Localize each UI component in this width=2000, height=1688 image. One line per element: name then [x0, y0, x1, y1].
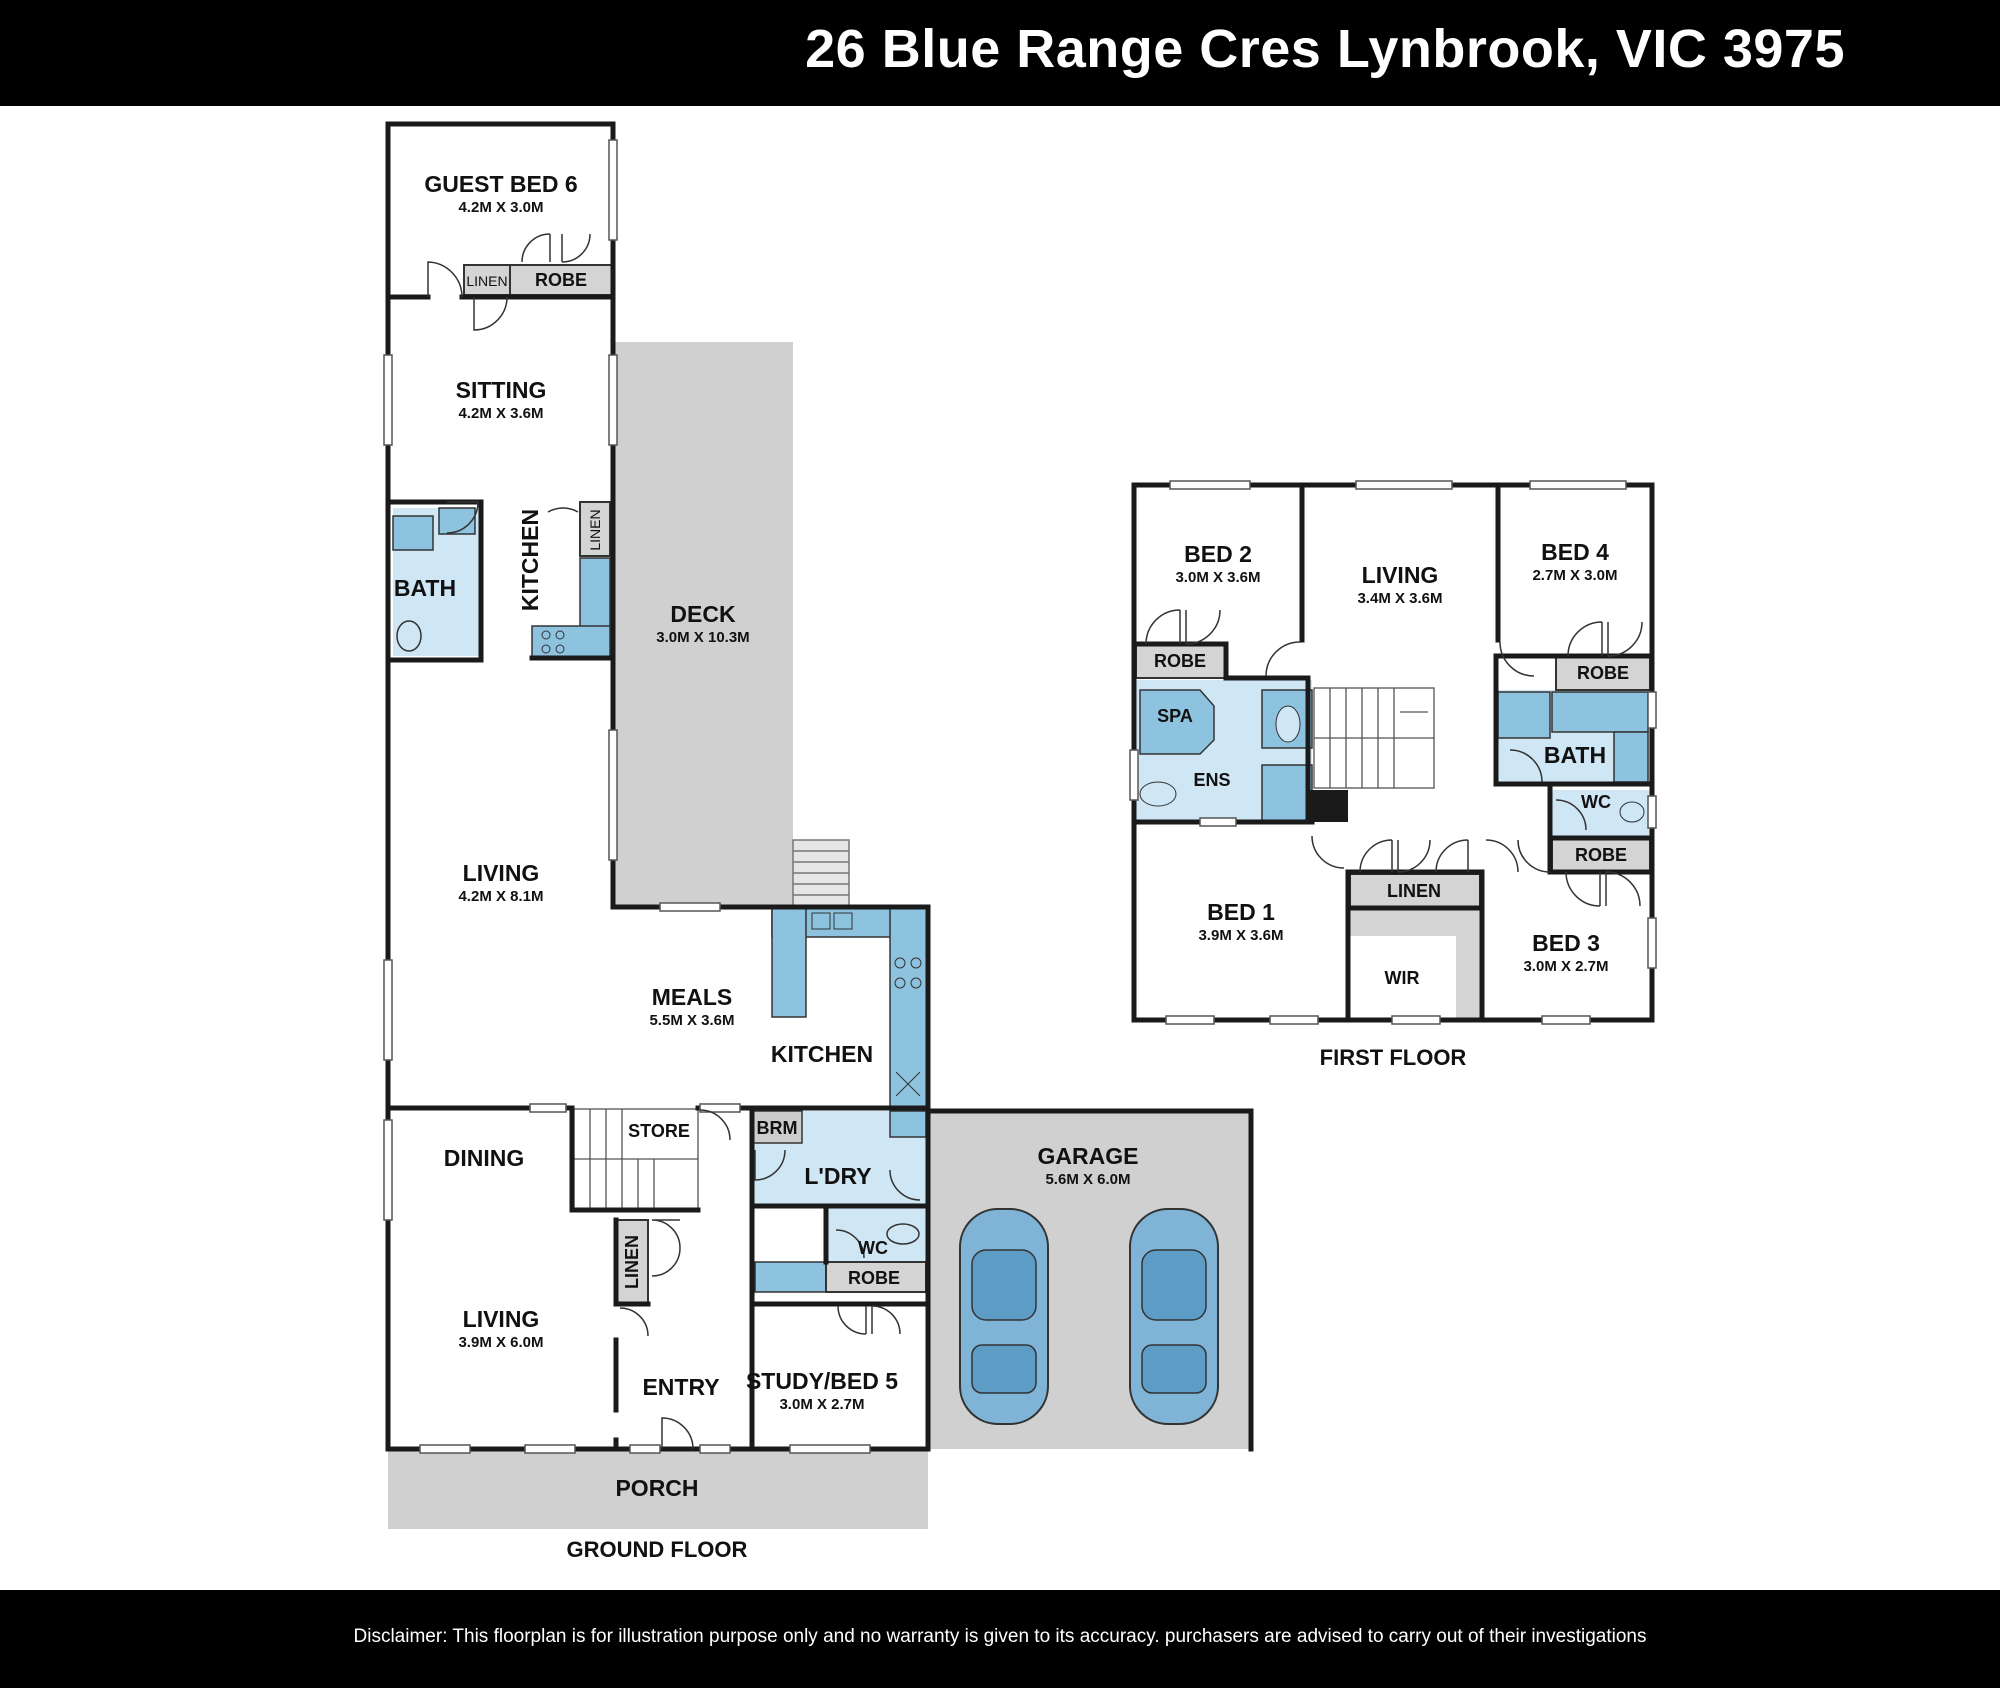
deck-dims: 3.0M X 10.3M	[656, 629, 749, 646]
bed-4-dims: 2.7M X 3.0M	[1532, 567, 1617, 584]
laundry-label: L'DRY	[804, 1163, 871, 1189]
first-wc-label: WC	[1581, 792, 1611, 812]
first-bath-label: BATH	[1544, 742, 1606, 768]
ens-label: ENS	[1193, 770, 1230, 790]
porch-label: PORCH	[615, 1475, 698, 1501]
bed-4-label: BED 4	[1541, 539, 1609, 565]
ground-labels: GUEST BED 6 4.2M X 3.0M LINEN ROBE SITTI…	[394, 171, 1139, 1562]
kitchenette-label: KITCHEN	[517, 509, 543, 611]
first-floor-label: FIRST FLOOR	[1320, 1045, 1467, 1070]
dining-label: DINING	[444, 1145, 525, 1171]
robe-label: ROBE	[535, 270, 587, 290]
study-label: STUDY/BED 5	[746, 1368, 898, 1394]
ground-floor-label: GROUND FLOOR	[567, 1537, 748, 1562]
first-linen-label: LINEN	[1387, 881, 1441, 901]
kitchenette-linen-label: LINEN	[587, 509, 603, 550]
bath-label: BATH	[394, 575, 456, 601]
guest-bed-6-dims: 4.2M X 3.0M	[458, 199, 543, 216]
linen-label: LINEN	[466, 273, 507, 289]
porch-area	[388, 1449, 928, 1529]
car-right	[1129, 1208, 1219, 1425]
header-bar: 26 Blue Range Cres Lynbrook, VIC 3975	[0, 0, 2000, 106]
spa-label: SPA	[1157, 706, 1193, 726]
garage-label: GARAGE	[1038, 1143, 1139, 1169]
wir-label: WIR	[1385, 968, 1420, 988]
bed-1-dims: 3.9M X 3.6M	[1198, 927, 1283, 944]
first-living-label: LIVING	[1362, 562, 1439, 588]
disclaimer-text: Disclaimer: This floorplan is for illust…	[353, 1626, 1647, 1647]
study-robe-label: ROBE	[848, 1268, 900, 1288]
store-label: STORE	[628, 1121, 690, 1141]
ground-windows	[383, 139, 871, 1454]
property-address: 26 Blue Range Cres Lynbrook, VIC 3975	[805, 19, 1845, 79]
meals-dims: 5.5M X 3.6M	[649, 1012, 734, 1029]
ground-floor	[383, 121, 1254, 1529]
ground-doors	[427, 233, 921, 1450]
bed-2-label: BED 2	[1184, 541, 1252, 567]
garage-dims: 5.6M X 6.0M	[1045, 1171, 1130, 1188]
footer-bar: Disclaimer: This floorplan is for illust…	[0, 1590, 2000, 1688]
guest-bed-6-label: GUEST BED 6	[424, 171, 577, 197]
deck-stairs	[792, 839, 850, 908]
bed-3-label: BED 3	[1532, 930, 1600, 956]
living-front-label: LIVING	[463, 1306, 540, 1332]
deck-area	[614, 342, 793, 907]
first-labels: BED 2 3.0M X 3.6M LIVING 3.4M X 3.6M BED…	[1154, 539, 1629, 1070]
bed-1-label: BED 1	[1207, 899, 1275, 925]
bed-2-robe-label: ROBE	[1154, 651, 1206, 671]
bed-2-dims: 3.0M X 3.6M	[1175, 569, 1260, 586]
bed-3-dims: 3.0M X 2.7M	[1523, 958, 1608, 975]
bed-3-robe-label: ROBE	[1575, 845, 1627, 865]
car-left	[959, 1208, 1049, 1425]
living-main-label: LIVING	[463, 860, 540, 886]
brm-label: BRM	[757, 1118, 798, 1138]
entry-linen-label: LINEN	[622, 1235, 642, 1289]
entry-label: ENTRY	[642, 1374, 719, 1400]
meals-label: MEALS	[652, 984, 733, 1010]
first-living-dims: 3.4M X 3.6M	[1357, 590, 1442, 607]
first-floor	[1129, 480, 1657, 1025]
sitting-dims: 4.2M X 3.6M	[458, 405, 543, 422]
wc-label: WC	[858, 1238, 888, 1258]
living-front-dims: 3.9M X 6.0M	[458, 1334, 543, 1351]
first-doors	[1145, 609, 1643, 907]
bed-4-robe-label: ROBE	[1577, 663, 1629, 683]
living-main-dims: 4.2M X 8.1M	[458, 888, 543, 905]
first-stairs	[1313, 687, 1435, 789]
study-dims: 3.0M X 2.7M	[779, 1396, 864, 1413]
kitchen-label: KITCHEN	[771, 1041, 873, 1067]
sitting-label: SITTING	[456, 377, 547, 403]
first-windows	[1129, 480, 1657, 1025]
deck-label: DECK	[670, 601, 736, 627]
